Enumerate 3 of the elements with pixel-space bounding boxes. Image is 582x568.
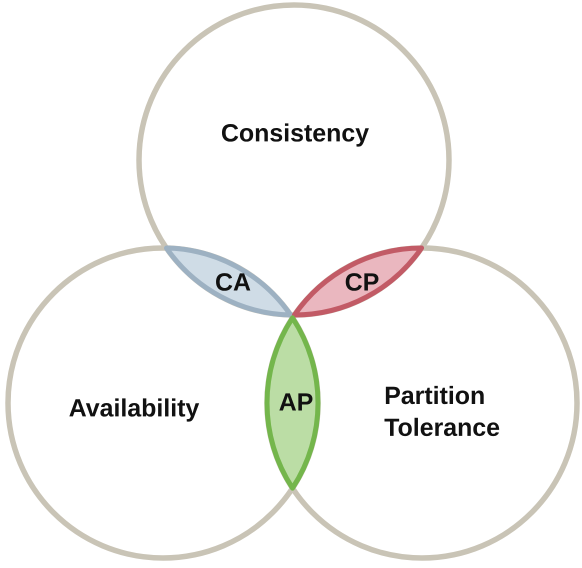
overlap-lens: AP bbox=[264, 315, 320, 491]
overlap-lens: CP bbox=[292, 245, 424, 318]
overlap-lens: CA bbox=[164, 246, 294, 318]
